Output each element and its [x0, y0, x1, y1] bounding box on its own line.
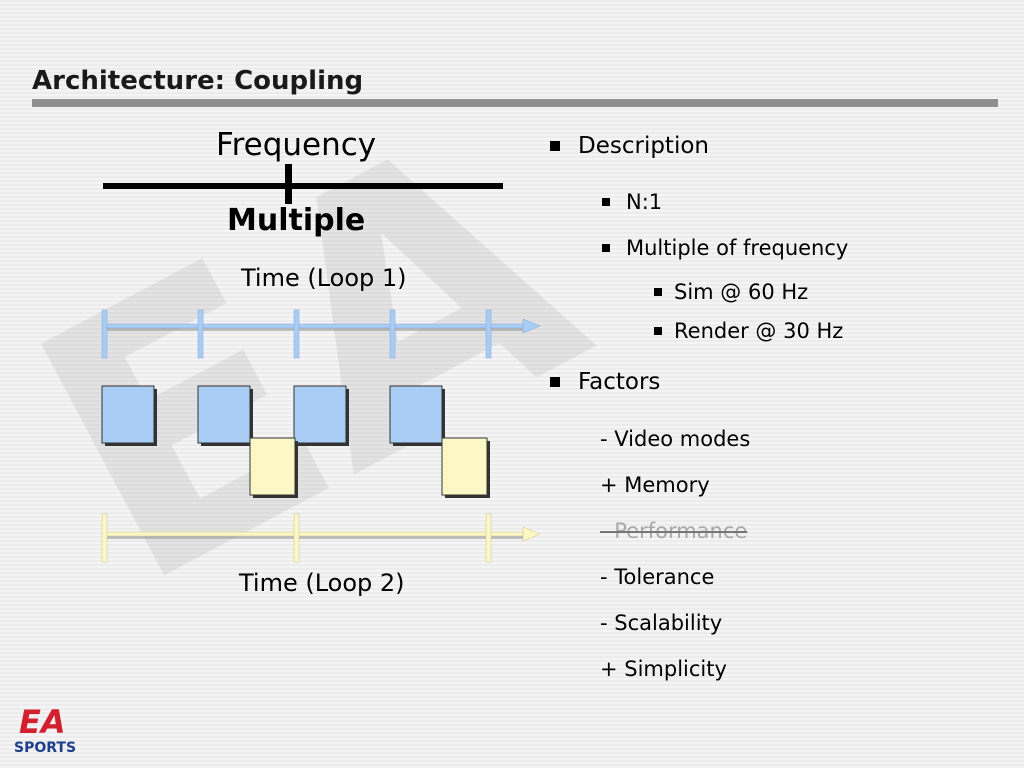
- slide-title: Architecture: Coupling: [32, 66, 364, 96]
- logo-ea: EA: [19, 703, 66, 741]
- bullet-text: N:1: [626, 190, 663, 214]
- bullet-square-icon: [550, 141, 560, 151]
- bullet-render-rate: Render @ 30 Hz: [654, 319, 843, 343]
- bullet-multiple-of-frequency: Multiple of frequency: [602, 236, 848, 260]
- factor-tolerance: - Tolerance: [600, 565, 715, 589]
- frequency-scale-marker: [285, 164, 292, 204]
- bullet-description: Description: [550, 133, 709, 159]
- bullet-text: Render @ 30 Hz: [674, 319, 844, 343]
- loop2-ticks: [101, 513, 492, 563]
- title-rule: [32, 99, 998, 107]
- factor-video-modes: - Video modes: [600, 427, 751, 451]
- frequency-heading: Frequency: [216, 127, 377, 163]
- ea-sports-logo: EA SPORTS: [14, 703, 76, 755]
- bullet-text: Description: [578, 133, 709, 159]
- frequency-scale-line: [103, 183, 503, 189]
- loop2-blocks: [249, 437, 490, 498]
- bullet-text: Sim @ 60 Hz: [674, 280, 809, 304]
- loop1-label: Time (Loop 1): [241, 264, 407, 292]
- loop2-timeline: [101, 513, 541, 563]
- factor-memory: + Memory: [600, 473, 710, 497]
- multiple-label: Multiple: [227, 203, 366, 238]
- loop1-blocks: [101, 385, 445, 446]
- loop1-timeline: [101, 309, 541, 359]
- ea-sports-watermark: EA: [40, 80, 640, 660]
- bullet-text: Multiple of frequency: [626, 236, 849, 260]
- loop1-ticks: [101, 309, 492, 359]
- bullet-text: Factors: [578, 369, 661, 395]
- bullet-sim-rate: Sim @ 60 Hz: [654, 280, 808, 304]
- bullet-factors: Factors: [550, 369, 660, 395]
- bullet-square-icon: [602, 244, 610, 252]
- bullet-square-icon: [654, 327, 662, 335]
- bullet-square-icon: [602, 198, 610, 206]
- loop2-label: Time (Loop 2): [239, 569, 405, 597]
- factor-performance: - Performance: [600, 519, 748, 543]
- bullet-square-icon: [550, 377, 560, 387]
- bullet-ratio: N:1: [602, 190, 662, 214]
- bullet-square-icon: [654, 288, 662, 296]
- factor-scalability: - Scalability: [600, 611, 723, 635]
- logo-sports: SPORTS: [14, 740, 76, 755]
- factor-simplicity: + Simplicity: [600, 657, 727, 681]
